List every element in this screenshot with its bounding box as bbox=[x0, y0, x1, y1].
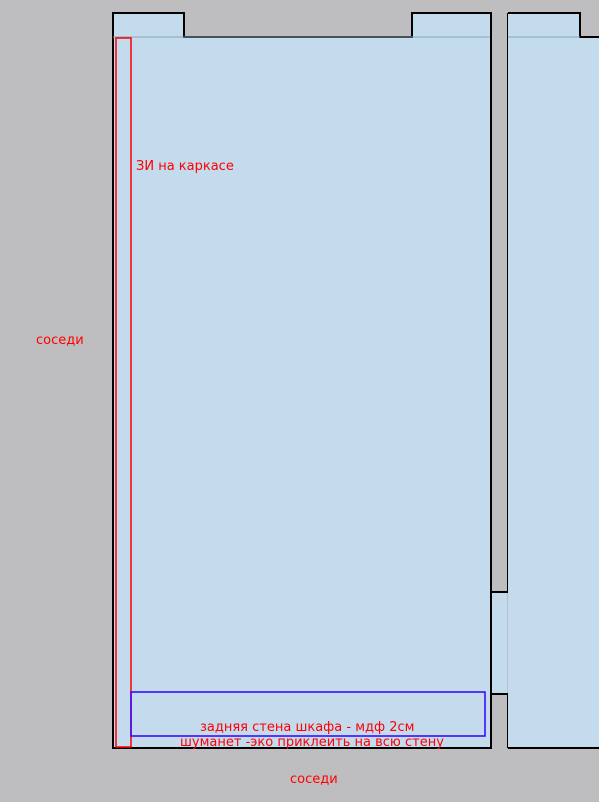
label-insulation-on-frame: ЗИ на каркасе bbox=[136, 159, 234, 174]
wardrobe-zone-outline bbox=[130, 691, 486, 737]
main-room-outline bbox=[112, 12, 492, 749]
label-neighbors-left: соседи bbox=[36, 333, 84, 348]
right-room-outline bbox=[508, 13, 599, 748]
label-shumanet-note: шуманет -эко приклеить на всю стену bbox=[180, 735, 444, 750]
doorway-gap bbox=[492, 593, 507, 693]
label-neighbors-bottom: соседи bbox=[290, 772, 338, 787]
insulation-zone-outline bbox=[115, 37, 132, 748]
partition-wall-lower bbox=[491, 694, 508, 748]
label-wardrobe-back-wall: задняя стена шкафа - мдф 2см bbox=[200, 720, 415, 735]
partition-wall-upper bbox=[491, 13, 508, 592]
right-room-edges bbox=[508, 12, 599, 38]
